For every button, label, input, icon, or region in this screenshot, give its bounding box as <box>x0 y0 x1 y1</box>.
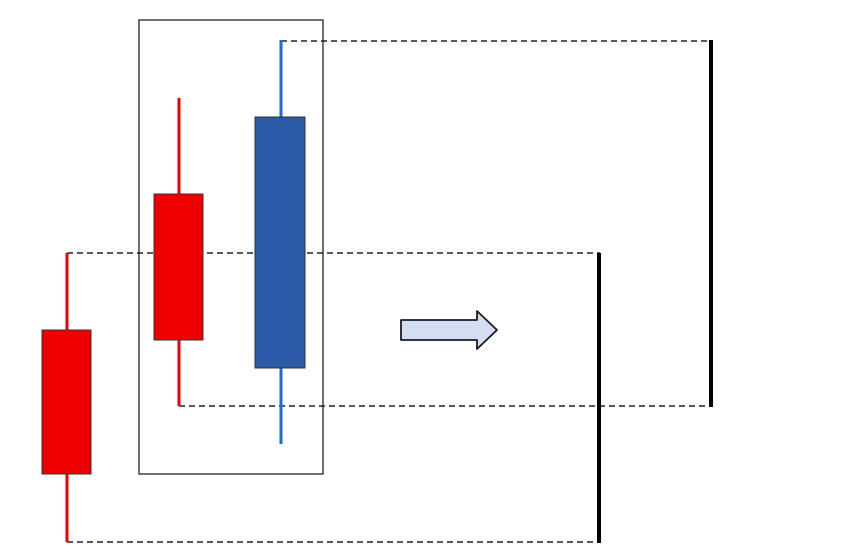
candle-red-single <box>41 253 92 542</box>
candle-blue-pair <box>254 40 306 444</box>
guide-lines <box>67 40 712 543</box>
candle-red-pair <box>153 98 204 406</box>
candle-pair-frame <box>138 19 324 475</box>
arrow-right-icon <box>400 310 498 350</box>
